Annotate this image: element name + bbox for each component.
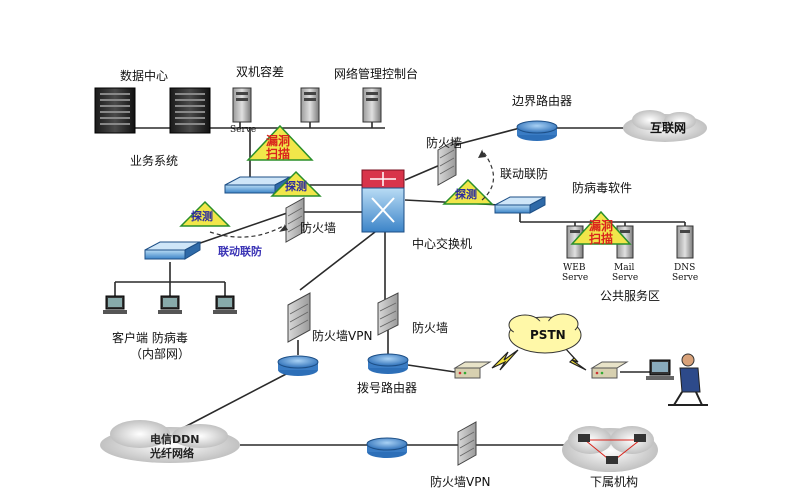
label-central-switch: 中心交换机 [412, 236, 472, 251]
label-branch: 下属机构 [590, 474, 638, 489]
tower-server-3 [362, 87, 382, 123]
label-pstn: PSTN [530, 328, 566, 342]
vuln-scan-badge-public: 漏洞 扫描 [570, 210, 632, 246]
vuln-label-top-1: 漏洞 [266, 133, 290, 148]
internet-cloud [623, 110, 707, 142]
label-ddn-2: 光纤网络 [149, 446, 194, 460]
dial-router [367, 353, 409, 374]
tower-server-1 [232, 87, 252, 123]
switch-public [494, 196, 546, 214]
branch-cloud [562, 426, 658, 472]
probe-label-top: 探测 [285, 179, 307, 193]
label-border-router: 边界路由器 [512, 93, 572, 108]
label-mail: Mail [614, 263, 634, 273]
probe-label-right: 探测 [455, 187, 477, 201]
label-dns: DNS [674, 263, 695, 273]
dns-server [676, 225, 694, 259]
firewall-vpn [287, 292, 311, 343]
label-firewall-mid: 防火墙 [300, 220, 336, 235]
bottom-router [366, 437, 408, 458]
firewall-top [437, 139, 457, 186]
firewall-vpn-bottom [457, 421, 477, 466]
vuln-label-top-2: 扫描 [266, 146, 290, 161]
label-dns-serve: Serve [672, 273, 698, 283]
label-linkage-right: 联动联防 [500, 166, 548, 181]
vuln-label-public-1: 漏洞 [589, 218, 613, 233]
vuln-label-public-2: 扫描 [589, 231, 613, 246]
probe-label-left: 探测 [191, 209, 213, 223]
firewall-mid [285, 197, 305, 243]
label-data-center: 数据中心 [120, 68, 168, 83]
linkage-arrow-head-left [279, 225, 288, 232]
central-switch [361, 169, 405, 233]
label-dial-router: 拨号路由器 [357, 380, 417, 395]
label-web: WEB [563, 263, 586, 273]
client-pc-2 [158, 295, 182, 314]
lightning-links [491, 347, 587, 371]
client-pc-3 [213, 295, 237, 314]
label-linkage-left: 联动联防 [218, 244, 262, 258]
border-router [516, 120, 558, 141]
probe-badge-top: 探测 [270, 170, 322, 197]
label-mail-serve: Serve [612, 273, 638, 283]
label-antivirus-sw: 防病毒软件 [572, 180, 632, 195]
ddn-cloud [100, 420, 240, 463]
label-net-mgmt: 网络管理控制台 [334, 66, 418, 81]
label-internet: 互联网 [650, 121, 686, 135]
modem-left [453, 361, 492, 379]
label-intranet: （内部网） [130, 346, 190, 361]
label-business: 业务系统 [130, 153, 178, 168]
probe-badge-left: 探测 [179, 200, 231, 227]
label-ddn-1: 电信DDN [150, 432, 199, 446]
client-pc-1 [103, 295, 127, 314]
linkage-arrows [209, 149, 495, 238]
switch-left [144, 241, 201, 260]
modem-right [590, 361, 629, 379]
vpn-router [277, 355, 319, 376]
firewall-bottom-center [377, 292, 399, 336]
label-client-av: 客户端 防病毒 [112, 330, 188, 345]
connection-lines [114, 100, 686, 446]
rack-server-2 [169, 87, 211, 134]
label-fw-vpn-bottom: 防火墙VPN [430, 474, 490, 489]
label-public-zone: 公共服务区 [600, 288, 660, 303]
label-dual-backup: 双机容差 [236, 64, 284, 79]
linkage-arrow-head-right [478, 150, 486, 158]
label-firewall-bottom: 防火墙 [412, 320, 448, 335]
pstn-cloud [508, 313, 582, 354]
vuln-scan-badge-top: 漏洞 扫描 [246, 124, 314, 161]
label-web-serve: Serve [562, 273, 588, 283]
tower-server-2 [300, 87, 320, 123]
remote-user [646, 353, 708, 406]
rack-server-1 [94, 87, 136, 134]
probe-badge-right: 探测 [442, 178, 494, 205]
label-fw-vpn: 防火墙VPN [312, 328, 372, 343]
label-firewall-top: 防火墙 [426, 135, 462, 150]
label-serve-small: Serve [230, 125, 256, 135]
